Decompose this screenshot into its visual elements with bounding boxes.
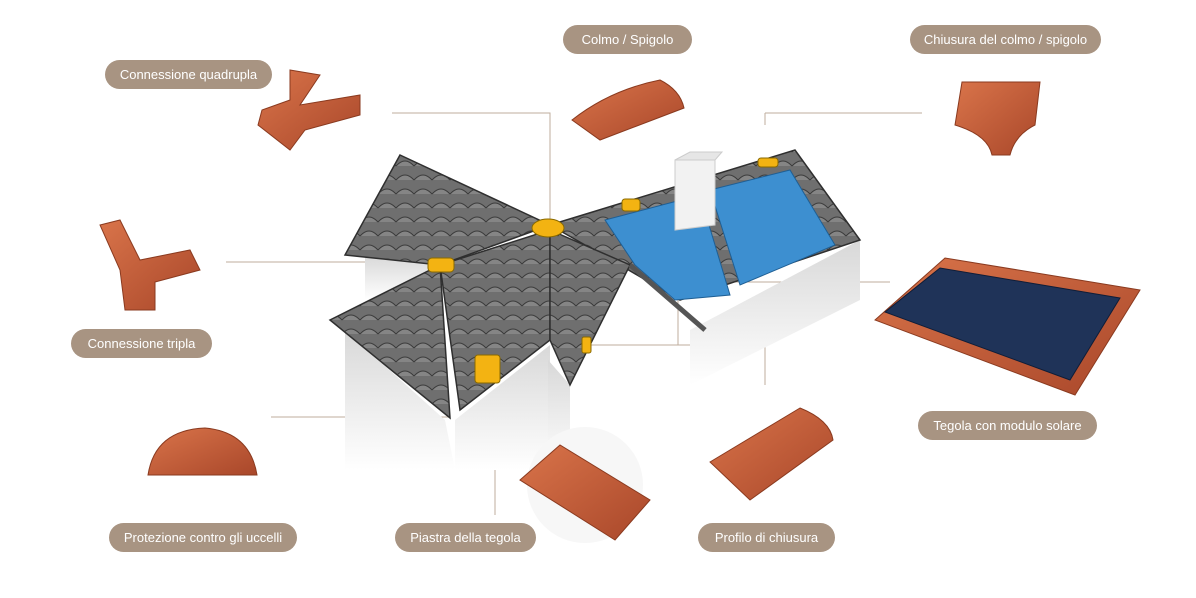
ridge-image <box>571 79 685 141</box>
label-tile-plate: Piastra della tegola <box>395 523 536 552</box>
quad-connection-image <box>257 69 361 151</box>
label-solar-tile: Tegola con modulo solare <box>918 411 1097 440</box>
label-ridge-end: Chiusura del colmo / spigolo <box>910 25 1101 54</box>
bird-guard-image <box>147 427 258 476</box>
label-bird-guard: Protezione contro gli uccelli <box>109 523 297 552</box>
chimney <box>674 151 724 231</box>
tile-plate-image <box>519 427 651 543</box>
roof-right <box>549 228 632 387</box>
roof-left-hip <box>328 263 451 420</box>
label-quad-connection: Connessione quadrupla <box>105 60 272 89</box>
ridge-end-image <box>954 81 1041 156</box>
solar-tile-image <box>874 257 1141 396</box>
closure-profile-bar <box>628 263 707 332</box>
highlighted-components <box>427 157 779 384</box>
closure-profile-image <box>709 407 834 501</box>
label-triple-connection: Connessione tripla <box>71 329 212 358</box>
triple-connection-image <box>99 219 201 311</box>
label-closure-profile: Profilo di chiusura <box>698 523 835 552</box>
label-ridge: Colmo / Spigolo <box>563 25 692 54</box>
